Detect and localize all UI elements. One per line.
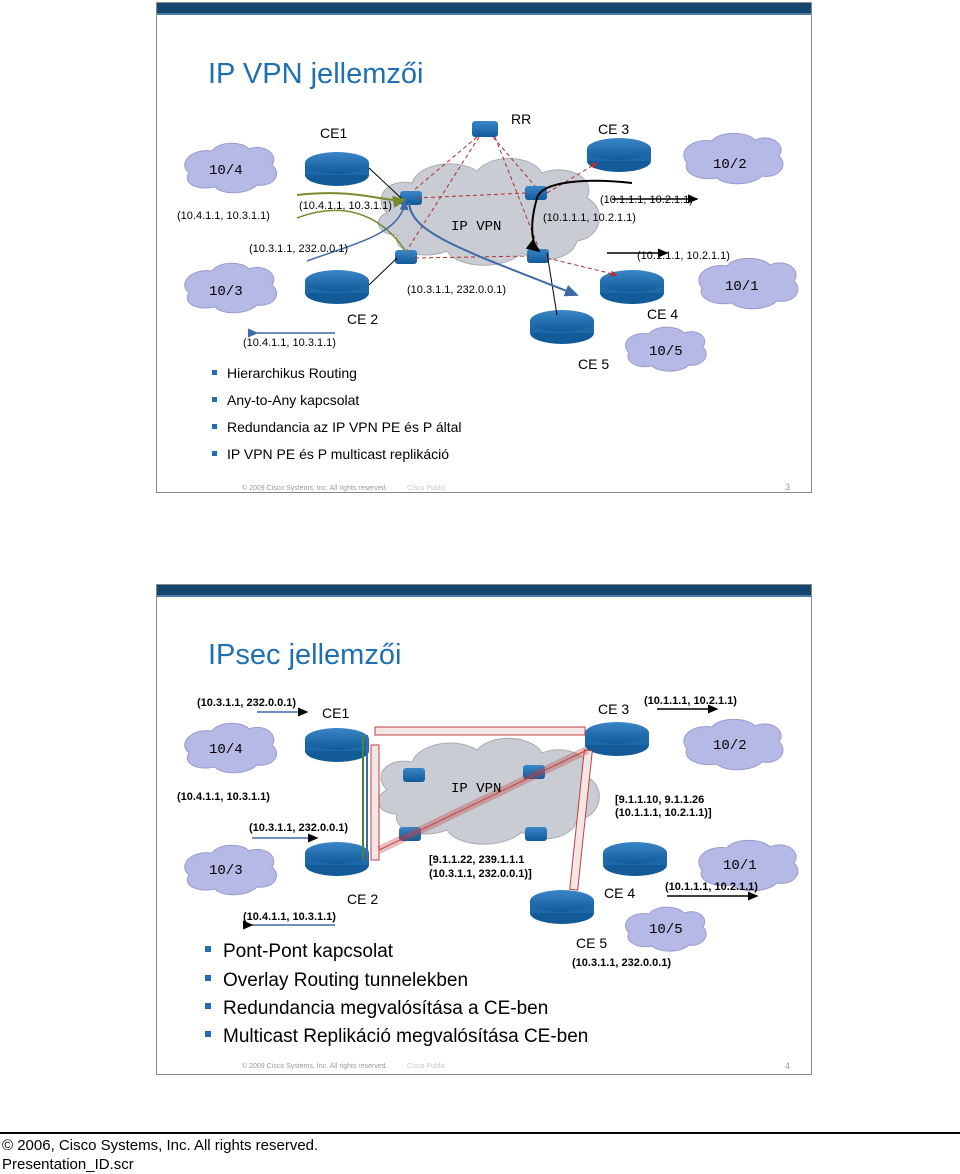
label-ce4: CE 4 [604, 885, 636, 901]
slide-page-number: 4 [785, 1061, 791, 1071]
router-ce4 [600, 270, 664, 304]
cloud-10-4 [184, 722, 277, 774]
page-footer-rule [0, 1132, 960, 1134]
slide-ipsec: IPsec jellemzői [156, 584, 812, 1075]
slide-footer: © 2009 Cisco Systems, Inc. All rights re… [242, 1063, 388, 1070]
cloud-10-2 [683, 718, 784, 771]
label-ce5: CE 5 [576, 935, 608, 951]
flow-label: (10.1.1.1, 10.2.1.1) [637, 250, 730, 262]
slide-footer-public: Cisco Public [407, 1063, 446, 1070]
net-10-1: 10/1 [723, 858, 757, 874]
cloud-10-3 [184, 844, 277, 896]
flow-label: (10.3.1.1, 232.0.0.1) [572, 957, 672, 969]
flow-label: (10.3.1.1, 232.0.0.1) [197, 697, 297, 709]
flow-label: (10.3.1.1, 232.0.0.1)] [429, 868, 532, 880]
slide-title: IPsec jellemzői [208, 639, 402, 671]
router-ce2 [305, 270, 369, 304]
cloud-10-5 [625, 326, 707, 372]
net-10-5: 10/5 [649, 344, 683, 360]
tunnel-ce3-ce5 [569, 749, 593, 891]
router-pe3 [523, 765, 545, 779]
cloud-10-1 [698, 257, 799, 310]
router-ce5 [530, 890, 594, 924]
router-pe3 [525, 186, 547, 200]
router-pe2 [395, 250, 417, 264]
bullet: Overlay Routing tunnelekben [205, 970, 468, 992]
label-ce1: CE1 [320, 125, 348, 141]
label-ce2: CE 2 [347, 311, 379, 327]
router-rr [472, 121, 498, 137]
flow-label: [9.1.1.10, 9.1.1.26 [615, 794, 705, 806]
flow-label: (10.1.1.1, 10.2.1.1) [644, 695, 737, 707]
label-ce3: CE 3 [598, 701, 630, 717]
label-ce3: CE 3 [598, 121, 630, 137]
cloud-10-4 [184, 142, 277, 194]
flow-label: (10.4.1.1, 10.3.1.1) [243, 911, 336, 923]
router-ce3 [585, 722, 649, 756]
net-10-4: 10/4 [209, 163, 243, 179]
network-diagram [184, 121, 799, 372]
network-diagram [184, 704, 799, 952]
tunnel-ce1-ce3 [374, 726, 586, 736]
flow-label: (10.3.1.1, 232.0.0.1) [249, 822, 349, 834]
slide-title: IP VPN jellemzői [208, 58, 424, 90]
net-10-2: 10/2 [713, 738, 747, 754]
page-footer-copyright: © 2006, Cisco Systems, Inc. All rights r… [2, 1137, 319, 1154]
slide-top-bar [157, 585, 811, 597]
label-ce1: CE1 [322, 705, 350, 721]
flow-label: (10.4.1.1, 10.3.1.1) [299, 200, 392, 212]
bullet: Hierarchikus Routing [212, 365, 357, 381]
label-ipvpn: IP VPN [451, 219, 502, 235]
ipvpn-cloud [377, 737, 600, 845]
slide-page-number: 3 [785, 482, 791, 492]
flow-label: [9.1.1.22, 239.1.1.1 [429, 854, 525, 866]
ipvpn-cloud [377, 158, 600, 266]
cloud-10-3 [184, 262, 277, 314]
net-10-3: 10/3 [209, 284, 243, 300]
slide-footer: © 2009 Cisco Systems, Inc. All rights re… [242, 485, 388, 492]
router-ce2 [305, 842, 369, 876]
tunnel-ce1-ce2 [370, 744, 380, 861]
router-pe4 [527, 249, 549, 263]
label-rr: RR [511, 111, 532, 127]
net-10-1: 10/1 [725, 279, 759, 295]
bullet: Redundancia az IP VPN PE és P által [212, 419, 462, 435]
flow-label: (10.1.1.1, 10.2.1.1) [543, 212, 636, 224]
router-pe4 [525, 827, 547, 841]
label-ce4: CE 4 [647, 306, 679, 322]
net-10-4: 10/4 [209, 742, 243, 758]
net-10-2: 10/2 [713, 157, 747, 173]
bullet: Pont-Pont kapcsolat [205, 941, 393, 963]
router-ce5 [530, 310, 594, 344]
router-ce4 [603, 842, 667, 876]
cloud-10-2 [683, 132, 784, 185]
flow-label: (10.1.1.1, 10.2.1.1)] [615, 807, 712, 819]
slide-footer-public: Cisco Public [407, 485, 446, 492]
router-pe1 [403, 768, 425, 782]
label-ce5: CE 5 [578, 356, 610, 372]
router-ce1 [305, 728, 369, 762]
slide-ip-vpn: IP VPN jellemzői [156, 2, 812, 493]
flow-label: (10.4.1.1, 10.3.1.1) [177, 210, 270, 222]
flow-label: (10.3.1.1, 232.0.0.1) [249, 243, 349, 255]
bullet: IP VPN PE és P multicast replikáció [212, 446, 449, 462]
bullet: Redundancia megvalósítása a CE-ben [205, 998, 548, 1020]
bullet: Multicast Replikáció megvalósítása CE-be… [205, 1026, 588, 1048]
flow-label: (10.1.1.1, 10.2.1.1) [600, 194, 693, 206]
page-footer-id: Presentation_ID.scr [2, 1156, 134, 1173]
net-10-3: 10/3 [209, 863, 243, 879]
router-ce1 [305, 152, 369, 186]
cloud-10-1 [698, 839, 799, 892]
flow-label: (10.4.1.1, 10.3.1.1) [177, 791, 270, 803]
net-10-5: 10/5 [649, 922, 683, 938]
flow-label: (10.1.1.1, 10.2.1.1) [665, 881, 758, 893]
router-ce3 [587, 138, 651, 172]
slide-top-bar [157, 3, 811, 15]
cloud-10-5 [625, 906, 707, 952]
label-ce2: CE 2 [347, 891, 379, 907]
flow-label: (10.4.1.1, 10.3.1.1) [243, 337, 336, 349]
bullet: Any-to-Any kapcsolat [212, 392, 359, 408]
label-ipvpn: IP VPN [451, 781, 502, 797]
flow-label: (10.3.1.1, 232.0.0.1) [407, 284, 507, 296]
